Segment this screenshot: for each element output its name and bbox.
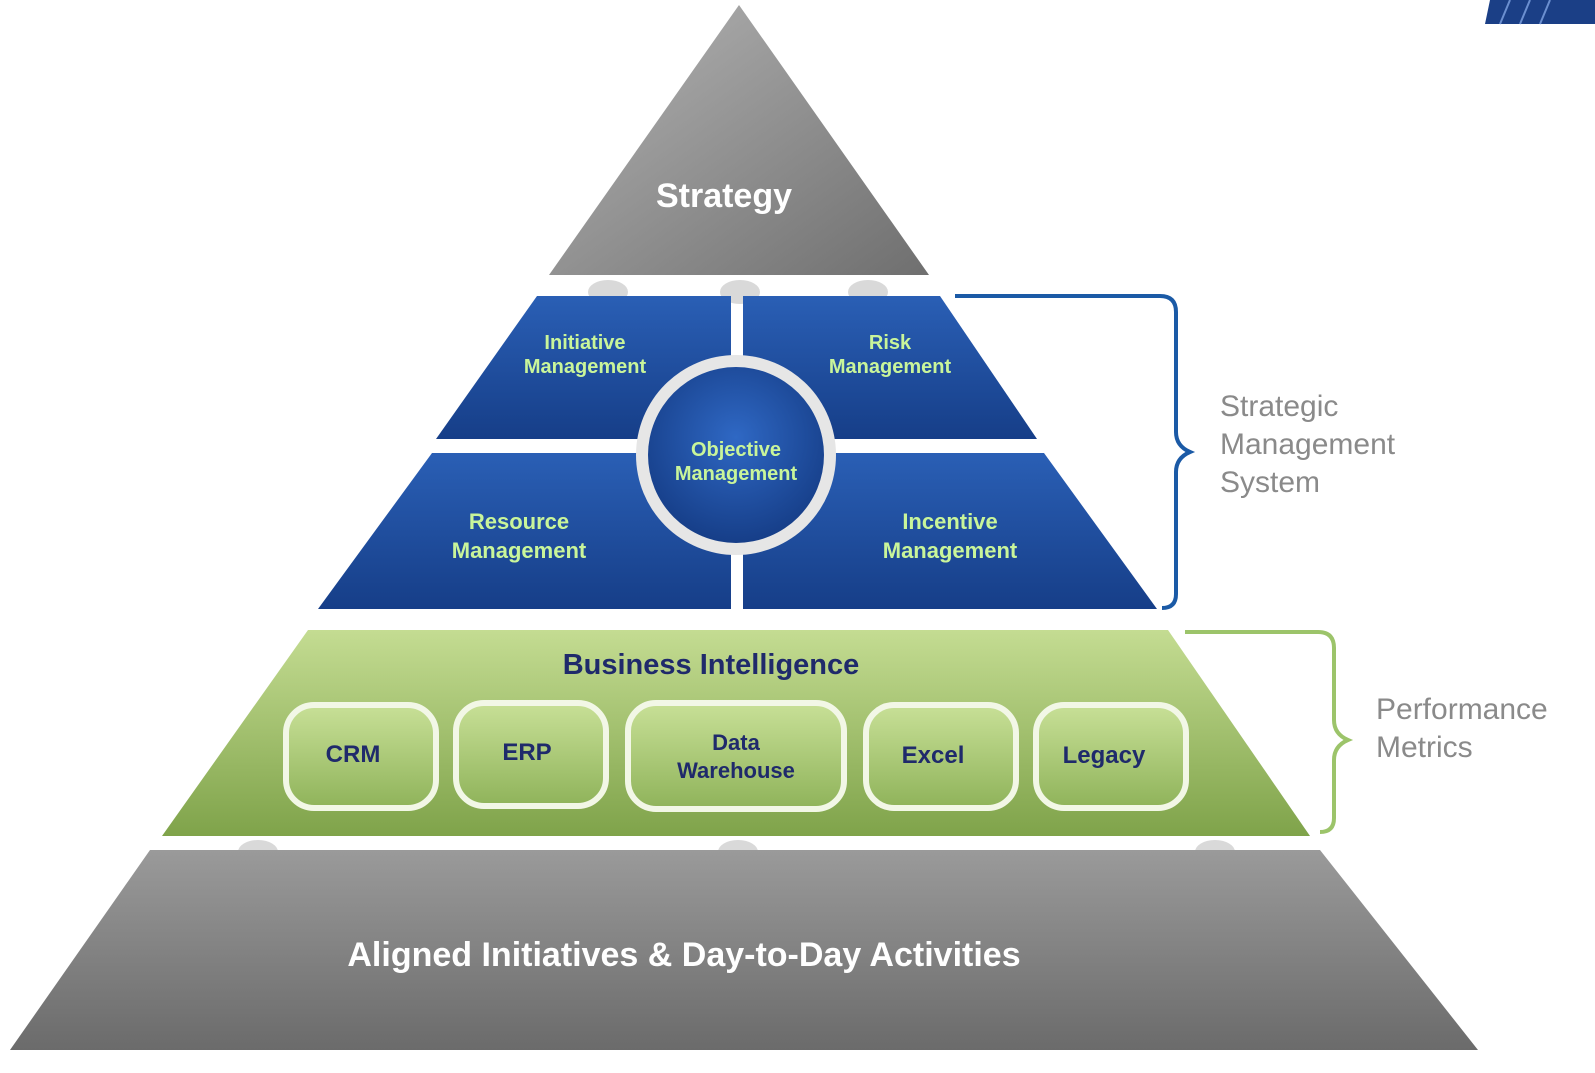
- corner-logo-stripe: [1499, 0, 1511, 25]
- initiative-line1: Initiative: [544, 332, 626, 354]
- performance-bracket: [1185, 630, 1354, 834]
- risk-line1: Risk: [868, 332, 912, 354]
- corner-logo: [1485, 0, 1595, 24]
- data-warehouse-line1: Data: [712, 730, 760, 755]
- incentive-line2: Management: [882, 537, 1018, 563]
- risk-management-label: Risk Management: [810, 331, 970, 379]
- source-label-excel: Excel: [901, 742, 965, 769]
- resource-line1: Resource: [468, 509, 570, 534]
- corner-logo-stripe: [1519, 0, 1531, 25]
- incentive-management-label: Incentive Management: [860, 508, 1040, 565]
- objective-circle: [648, 367, 824, 543]
- data-warehouse-line2: Warehouse: [677, 757, 795, 783]
- strategic-line1: Strategic: [1220, 390, 1339, 423]
- source-chip-excel: [863, 702, 1019, 811]
- source-label-legacy: Legacy: [1062, 742, 1146, 769]
- strategy-tier: [549, 5, 929, 275]
- incentive-line1: Incentive: [902, 509, 998, 534]
- base-tier: [10, 850, 1478, 1050]
- incentive-quadrant: [743, 453, 1157, 609]
- strategy-title: Strategy: [655, 177, 793, 215]
- source-label-erp: ERP: [502, 739, 552, 766]
- initiative-line2: Management: [523, 356, 647, 378]
- risk-line2: Management: [828, 356, 952, 378]
- strategic-management-system-label: Strategic Management System: [1220, 388, 1395, 502]
- source-chip-erp: [453, 700, 609, 809]
- objective-line1: Objective: [690, 439, 782, 461]
- performance-metrics-label: Performance Metrics: [1376, 691, 1548, 767]
- resource-quadrant: [318, 453, 731, 609]
- source-chip-crm: [283, 702, 439, 811]
- corner-logo-stripe: [1539, 0, 1551, 25]
- strategic-line2: Management: [1220, 428, 1396, 461]
- strategic-line3: System: [1220, 466, 1321, 499]
- initiative-management-label: Initiative Management: [505, 331, 665, 379]
- base-title: Aligned Initiatives & Day-to-Day Activit…: [347, 936, 1021, 974]
- source-label-data-warehouse: Data Warehouse: [628, 729, 844, 784]
- performance-line1: Performance: [1376, 693, 1548, 726]
- resource-management-label: Resource Management: [429, 508, 609, 565]
- objective-line2: Management: [674, 463, 798, 485]
- objective-management-label: Objective Management: [656, 438, 816, 486]
- performance-line2: Metrics: [1376, 731, 1473, 764]
- strategic-bracket: [955, 294, 1196, 610]
- source-label-crm: CRM: [325, 741, 381, 768]
- source-chip-legacy: [1033, 702, 1189, 811]
- business-intelligence-title: Business Intelligence: [562, 649, 860, 681]
- source-chip-data-warehouse: [625, 700, 847, 812]
- resource-line2: Management: [451, 537, 587, 563]
